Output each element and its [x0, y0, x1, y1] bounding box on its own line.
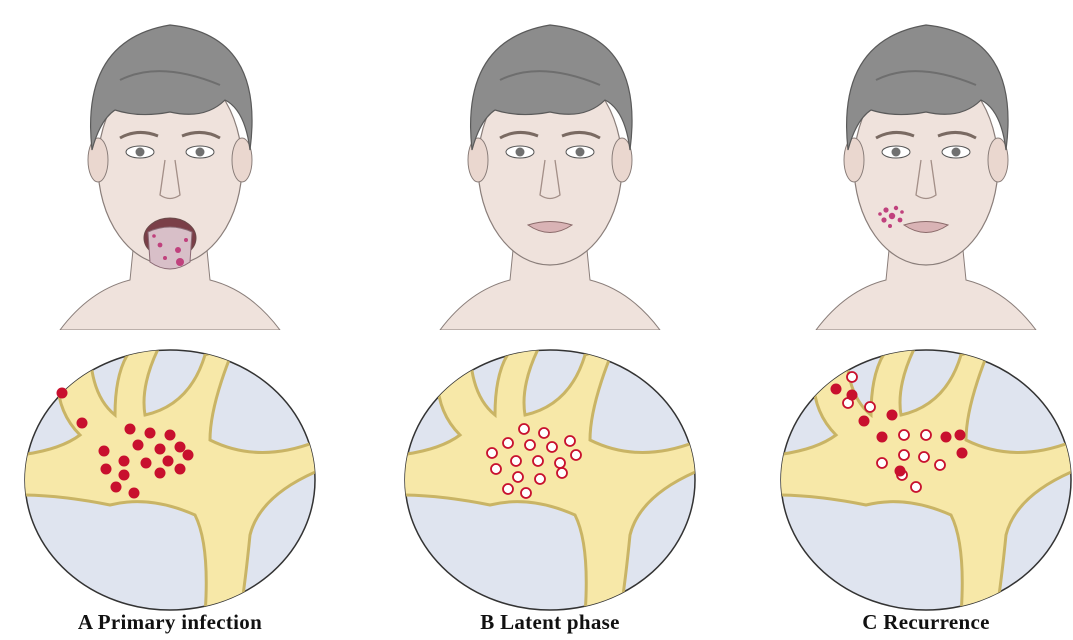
- panel-recurrence: C Recurrence: [776, 0, 1073, 640]
- caption-latent-phase: B Latent phase: [400, 610, 700, 635]
- caption-recurrence: C Recurrence: [776, 610, 1073, 635]
- panel-primary-infection: A Primary infection: [20, 0, 320, 640]
- right-iris: [196, 148, 205, 157]
- tongue: [148, 227, 192, 269]
- face-illustration: [400, 0, 700, 330]
- neuron-diagram: [20, 345, 320, 615]
- left-iris: [136, 148, 145, 157]
- face-group: [60, 25, 280, 330]
- left-iris: [892, 148, 901, 157]
- panel-latent-phase: B Latent phase: [400, 0, 700, 640]
- neuron-diagram: [400, 345, 700, 615]
- caption-primary-infection: A Primary infection: [20, 610, 320, 635]
- face-illustration: [20, 0, 320, 330]
- neuron-diagram: [776, 345, 1073, 615]
- left-iris: [516, 148, 525, 157]
- face-illustration: [776, 0, 1073, 330]
- right-iris: [952, 148, 961, 157]
- right-iris: [576, 148, 585, 157]
